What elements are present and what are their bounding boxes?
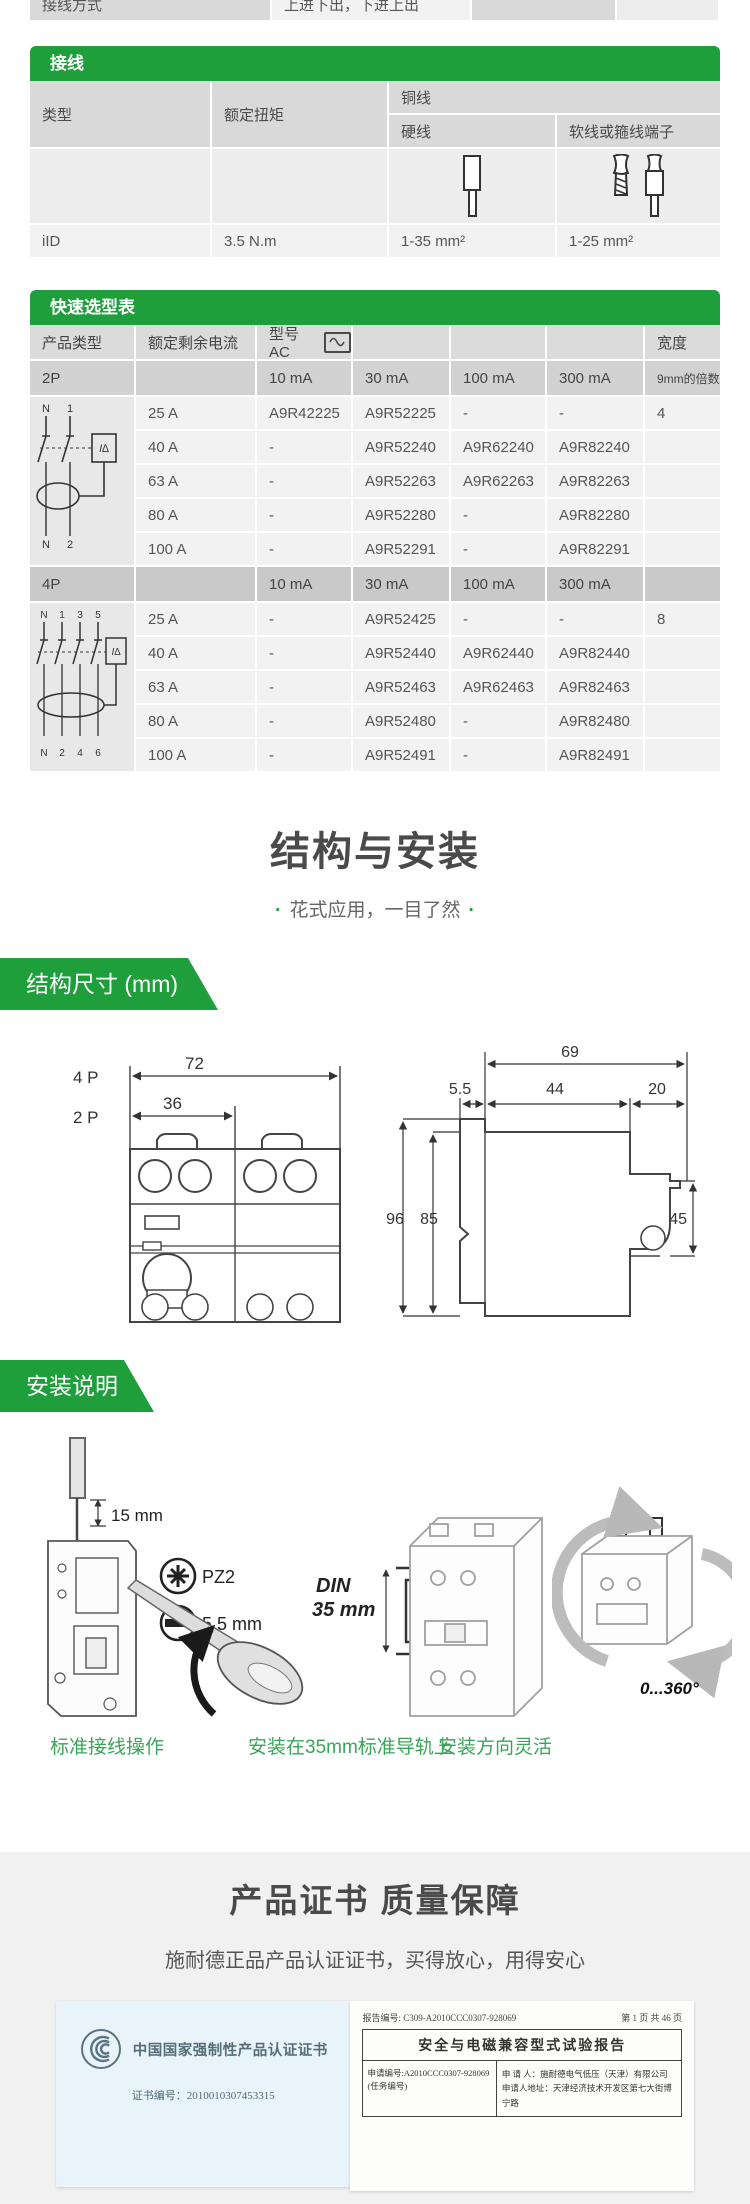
ccc-certificate-number: 证书编号：2010010307453315: [131, 2090, 275, 2102]
certificate-title: 产品证书 质量保障: [229, 1882, 521, 1919]
col-header-rigid: 硬线: [389, 115, 555, 147]
svg-text:I∆: I∆: [99, 443, 109, 455]
wiring-table: 接线 类型 额定扭矩 铜线 硬线 软线或箍线端子 iID 3.5 N.m: [30, 46, 720, 257]
col-header-type: 类型: [30, 81, 210, 147]
wiring-torque-value: 3.5 N.m: [212, 225, 387, 257]
svg-text:36: 36: [163, 1094, 182, 1113]
col-header-flexible: 软线或箍线端子: [557, 115, 720, 147]
test-report-image: 报告编号: C309-A2010CCC0307-928069 第 1 页 共 4…: [350, 2001, 694, 2191]
installation-banner: 安装说明: [0, 1360, 154, 1412]
rotation-drawing: 0...360°: [552, 1486, 732, 1699]
spec-empty-cell: [472, 0, 615, 20]
svg-text:35 mm: 35 mm: [312, 1599, 375, 1621]
din-rail-drawing: DIN 35 mm: [312, 1517, 543, 1717]
svg-text:N: N: [42, 403, 50, 415]
rigid-wire-icon: [389, 149, 555, 223]
col-header-product-type: 产品类型: [30, 325, 134, 359]
svg-text:45: 45: [669, 1211, 687, 1228]
col-header-residual-current: 额定剩余电流: [136, 325, 255, 359]
svg-text:6: 6: [95, 748, 101, 759]
wiring-type-value: iID: [30, 225, 210, 257]
green-dot-right: ·: [468, 900, 475, 921]
report-page-info: 第 1 页 共 46 页: [621, 2013, 682, 2023]
report-apply-no: 申请编号:A2010CCC0307-928069: [367, 2068, 490, 2078]
ccc-certificate-name: 中国国家强制性产品认证证书: [132, 2042, 328, 2059]
spec-row-cutoff: 接线方式 上进下出，下进上出: [30, 0, 720, 20]
col-header-width: 宽度: [645, 325, 720, 359]
caption-wiring: 标准接线操作: [50, 1737, 165, 1758]
section-subtitle-structure: ·花式应用，一目了然·: [275, 900, 475, 921]
wiring-step-drawing: 15 mm PZ2 5.5 mm: [47, 1437, 304, 1717]
width-value-4p: 8: [645, 603, 720, 635]
dimensions-banner: 结构尺寸 (mm): [0, 958, 218, 1010]
svg-text:1: 1: [67, 403, 73, 415]
svg-text:20: 20: [648, 1081, 666, 1098]
svg-text:1: 1: [59, 610, 65, 621]
svg-text:N: N: [40, 610, 47, 621]
svg-text:2: 2: [67, 539, 73, 551]
selection-table: 快速选型表 产品类型 额定剩余电流 型号AC 宽度 2P 10 mA 30 mA…: [30, 290, 720, 771]
col-header-torque: 额定扭矩: [212, 81, 387, 147]
svg-text:3: 3: [77, 610, 83, 621]
caption-din-rail: 安装在35mm标准导轨上: [248, 1737, 453, 1758]
svg-text:N: N: [40, 748, 47, 759]
svg-text:85: 85: [420, 1211, 438, 1228]
side-view-drawing: 69 5.5 44 20 96 85 45: [386, 1044, 698, 1317]
report-apply-no2: (任务编号): [367, 2080, 408, 2091]
svg-text:5: 5: [95, 610, 101, 621]
svg-text:69: 69: [561, 1044, 579, 1061]
svg-text:15 mm: 15 mm: [111, 1506, 163, 1525]
flexible-wire-ferrule-icon: [557, 149, 720, 223]
svg-text:N: N: [42, 539, 50, 551]
certificate-section: 产品证书 质量保障 施耐德正品产品认证证书，买得放心，用得安心 中国国家强制性产…: [0, 1852, 750, 2204]
svg-text:4: 4: [77, 748, 83, 759]
spec-label: 接线方式: [42, 0, 103, 14]
svg-text:PZ2: PZ2: [202, 1567, 235, 1587]
spec-label-cell: 接线方式: [30, 0, 270, 20]
svg-text:2 P: 2 P: [73, 1108, 99, 1127]
svg-text:2: 2: [59, 748, 65, 759]
col-header-model-ac: 型号AC: [257, 325, 351, 361]
installation-drawings: 15 mm PZ2 5.5 mm DIN 35 mm: [0, 1412, 750, 1726]
svg-text:44: 44: [546, 1081, 564, 1098]
installation-captions: 标准接线操作 安装在35mm标准导轨上 安装方向灵活: [0, 1728, 750, 1768]
wiring-table-title: 接线: [30, 46, 720, 81]
svg-text:DIN: DIN: [316, 1575, 351, 1597]
green-dot-left: ·: [275, 900, 282, 921]
pole-2p-label: 2P: [30, 361, 134, 395]
svg-text:96: 96: [386, 1211, 404, 1228]
ccc-logo: [80, 2029, 121, 2069]
svg-text:0...360°: 0...360°: [640, 1679, 699, 1698]
selection-table-title: 快速选型表: [30, 290, 720, 325]
wiring-flexible-value: 1-25 mm²: [557, 225, 720, 257]
report-address: 申请人地址：天津经济技术开发区第七大街博宁路: [501, 2083, 672, 2108]
ccc-certificate-image: 中国国家强制性产品认证证书 证书编号：2010010307453315: [56, 2001, 351, 2187]
circuit-diagram-4p: N 1 3 5 N 2 4 6 I∆: [30, 603, 134, 771]
front-view-drawing: 4 P 72 2 P 36: [73, 1054, 341, 1323]
svg-text:I∆: I∆: [112, 647, 121, 658]
ac-waveform-icon: [323, 331, 351, 353]
report-applicant: 申 请 人：施耐德电气低压（天津）有限公司: [501, 2069, 668, 2079]
svg-text:4 P: 4 P: [73, 1068, 99, 1087]
svg-text:5.5: 5.5: [449, 1081, 471, 1098]
dimension-drawings: 4 P 72 2 P 36: [0, 1010, 750, 1324]
spec-value: 上进下出，下进上出: [284, 0, 420, 14]
col-header-copper: 铜线: [389, 81, 720, 113]
circuit-diagram-2p: N 1 N 2 I∆: [30, 397, 134, 565]
caption-rotation: 安装方向灵活: [438, 1737, 553, 1758]
spec-empty-cell-2: [617, 0, 718, 20]
certificate-subtitle: 施耐德正品产品认证证书，买得放心，用得安心: [165, 1950, 585, 1972]
svg-text:72: 72: [185, 1054, 204, 1073]
spec-value-cell: 上进下出，下进上出: [272, 0, 470, 20]
report-number: 报告编号: C309-A2010CCC0307-928069: [362, 2013, 517, 2023]
width-note: 9mm的倍数: [645, 361, 720, 395]
width-value-2p: 4: [645, 397, 720, 429]
section-title-structure: 结构与安装: [270, 830, 480, 874]
pole-4p-label: 4P: [30, 567, 134, 601]
wiring-rigid-value: 1-35 mm²: [389, 225, 555, 257]
